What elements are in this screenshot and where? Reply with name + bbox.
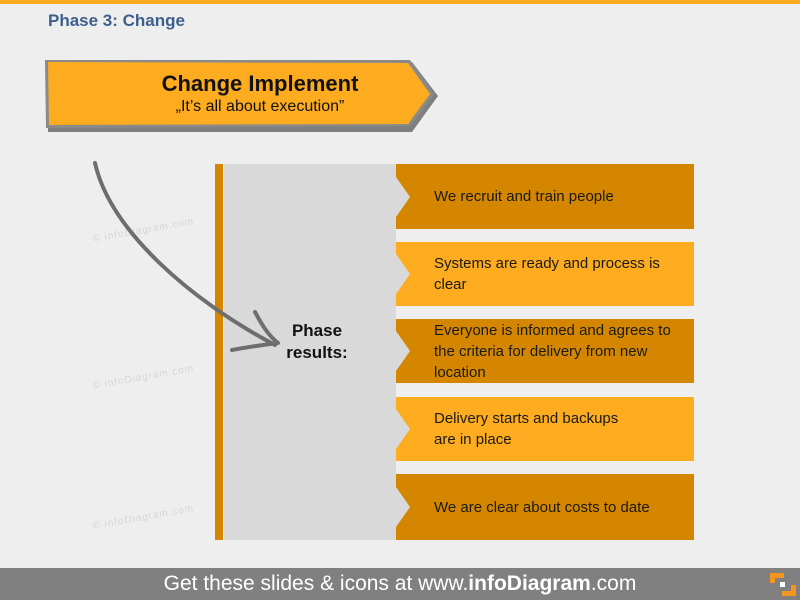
results-panel bbox=[224, 164, 396, 540]
result-item: We recruit and train people bbox=[396, 164, 694, 229]
chevron-notch bbox=[396, 254, 410, 294]
footer-promo-link[interactable]: Get these slides & icons at www.infoDiag… bbox=[163, 572, 637, 595]
page-title: Phase 3: Change bbox=[48, 11, 185, 30]
result-item: Delivery starts and backups are in place bbox=[396, 397, 694, 461]
top-accent-bar bbox=[0, 0, 800, 4]
result-item: Everyone is informed and agrees to the c… bbox=[396, 319, 694, 383]
banner-title: Change Implement bbox=[161, 71, 359, 96]
phase-results-label: Phase results: bbox=[286, 321, 348, 362]
results-accent-strip bbox=[215, 164, 223, 540]
chevron-notch bbox=[396, 176, 410, 217]
infodiagram-logo-icon bbox=[770, 573, 796, 596]
chevron-notch bbox=[396, 487, 410, 527]
result-item: We are clear about costs to date bbox=[396, 474, 694, 540]
footer-bar: Get these slides & icons at www.infoDiag… bbox=[0, 568, 800, 600]
result-item: Systems are ready and process is clear bbox=[396, 242, 694, 306]
chevron-notch bbox=[396, 409, 410, 449]
banner-subtitle: „It’s all about execution” bbox=[175, 98, 345, 115]
banner-arrow-shape bbox=[45, 60, 438, 132]
change-implement-banner: Change Implement „It’s all about executi… bbox=[42, 58, 440, 134]
chevron-notch bbox=[396, 331, 410, 371]
